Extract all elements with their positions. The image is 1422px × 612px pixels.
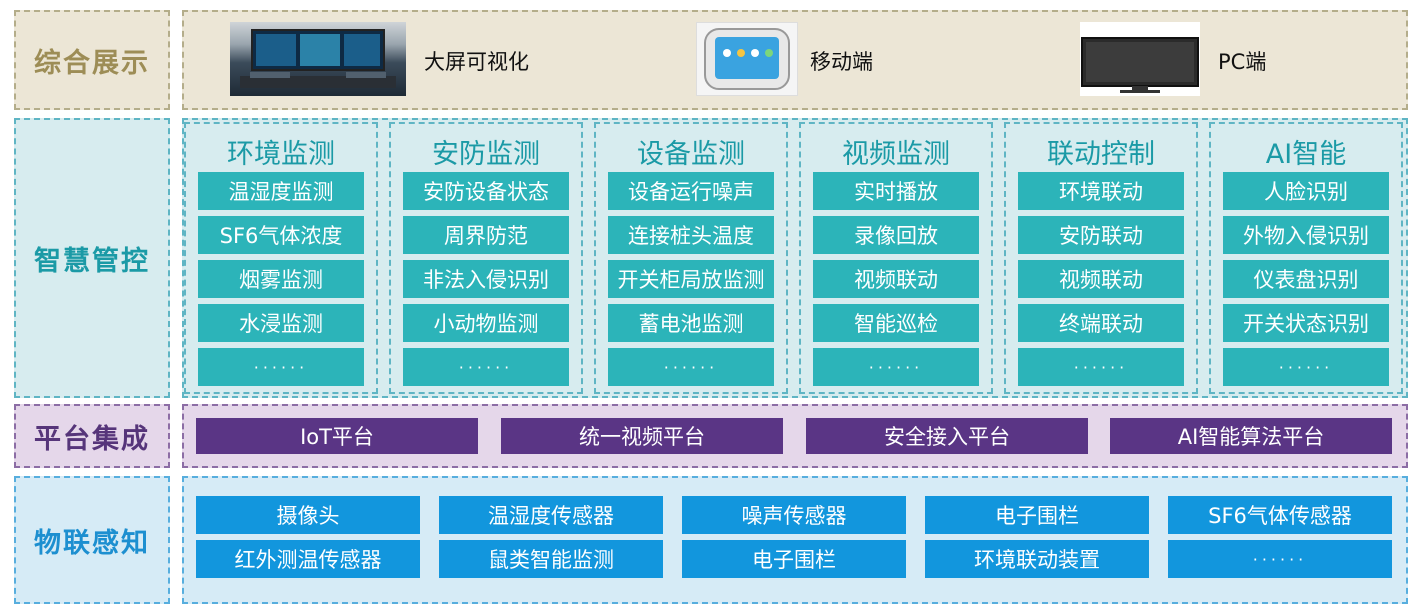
control-item-more: ······ — [1223, 348, 1389, 386]
platform-item-ai: AI智能算法平台 — [1110, 418, 1392, 454]
row-label-display: 综合展示 — [14, 10, 170, 110]
control-column-equipment: 设备监测 设备运行噪声 连接桩头温度 开关柜局放监测 蓄电池监测 ······ — [594, 122, 788, 394]
control-item: 开关柜局放监测 — [608, 260, 774, 298]
sensing-item: 红外测温传感器 — [196, 540, 420, 578]
control-column-environment: 环境监测 温湿度监测 SF6气体浓度 烟雾监测 水浸监测 ······ — [184, 122, 378, 394]
control-item: 蓄电池监测 — [608, 304, 774, 342]
column-title: 视频监测 — [842, 139, 950, 170]
control-item: 设备运行噪声 — [608, 172, 774, 210]
sensing-item-more: ······ — [1168, 540, 1392, 578]
control-item: 终端联动 — [1018, 304, 1184, 342]
column-title: 设备监测 — [637, 139, 745, 170]
sensing-item: 噪声传感器 — [682, 496, 906, 534]
sensing-item: 摄像头 — [196, 496, 420, 534]
pc-monitor-image — [1080, 22, 1200, 96]
sensing-panel: 摄像头 温湿度传感器 噪声传感器 电子围栏 SF6气体传感器 红外测温传感器 鼠… — [182, 476, 1408, 604]
control-item-more: ······ — [198, 348, 364, 386]
sensing-item: 电子围栏 — [925, 496, 1149, 534]
control-item: 外物入侵识别 — [1223, 216, 1389, 254]
control-item: 仪表盘识别 — [1223, 260, 1389, 298]
platform-item-security-access: 安全接入平台 — [806, 418, 1088, 454]
platform-panel: IoT平台 统一视频平台 安全接入平台 AI智能算法平台 — [182, 404, 1408, 468]
sensing-item: 温湿度传感器 — [439, 496, 663, 534]
control-item: 温湿度监测 — [198, 172, 364, 210]
control-item-more: ······ — [403, 348, 569, 386]
control-item: 开关状态识别 — [1223, 304, 1389, 342]
control-item-more: ······ — [608, 348, 774, 386]
control-item: 安防联动 — [1018, 216, 1184, 254]
control-room-screen-image — [230, 22, 406, 96]
control-item: 视频联动 — [1018, 260, 1184, 298]
control-item: 小动物监测 — [403, 304, 569, 342]
mobile-phone-image — [696, 22, 798, 96]
control-item: 连接桩头温度 — [608, 216, 774, 254]
display-item-big-screen: 大屏可视化 — [424, 50, 529, 74]
control-item-more: ······ — [813, 348, 979, 386]
control-column-video: 视频监测 实时播放 录像回放 视频联动 智能巡检 ······ — [799, 122, 993, 394]
control-item: 智能巡检 — [813, 304, 979, 342]
row-label-sensing: 物联感知 — [14, 476, 170, 604]
control-item: 烟雾监测 — [198, 260, 364, 298]
sensing-item: SF6气体传感器 — [1168, 496, 1392, 534]
control-item-more: ······ — [1018, 348, 1184, 386]
control-item: 人脸识别 — [1223, 172, 1389, 210]
column-title: 联动控制 — [1047, 139, 1155, 170]
control-column-linkage: 联动控制 环境联动 安防联动 视频联动 终端联动 ······ — [1004, 122, 1198, 394]
control-item: SF6气体浓度 — [198, 216, 364, 254]
sensing-item: 电子围栏 — [682, 540, 906, 578]
control-panel: 环境监测 温湿度监测 SF6气体浓度 烟雾监测 水浸监测 ······ 安防监测… — [182, 118, 1408, 398]
control-item: 非法入侵识别 — [403, 260, 569, 298]
display-item-mobile: 移动端 — [810, 50, 873, 74]
column-title: AI智能 — [1265, 139, 1347, 170]
control-item: 视频联动 — [813, 260, 979, 298]
platform-item-video: 统一视频平台 — [501, 418, 783, 454]
column-title: 环境监测 — [227, 139, 335, 170]
control-column-security: 安防监测 安防设备状态 周界防范 非法入侵识别 小动物监测 ······ — [389, 122, 583, 394]
control-column-ai: AI智能 人脸识别 外物入侵识别 仪表盘识别 开关状态识别 ······ — [1209, 122, 1403, 394]
control-item: 安防设备状态 — [403, 172, 569, 210]
control-item: 水浸监测 — [198, 304, 364, 342]
display-item-pc: PC端 — [1218, 50, 1267, 74]
platform-item-iot: IoT平台 — [196, 418, 478, 454]
control-item: 环境联动 — [1018, 172, 1184, 210]
row-label-control: 智慧管控 — [14, 118, 170, 398]
row-label-platform: 平台集成 — [14, 404, 170, 468]
display-panel: 大屏可视化 移动端 PC端 — [182, 10, 1408, 110]
sensing-item: 环境联动装置 — [925, 540, 1149, 578]
sensing-item: 鼠类智能监测 — [439, 540, 663, 578]
control-item: 录像回放 — [813, 216, 979, 254]
column-title: 安防监测 — [432, 139, 540, 170]
control-item: 实时播放 — [813, 172, 979, 210]
control-item: 周界防范 — [403, 216, 569, 254]
